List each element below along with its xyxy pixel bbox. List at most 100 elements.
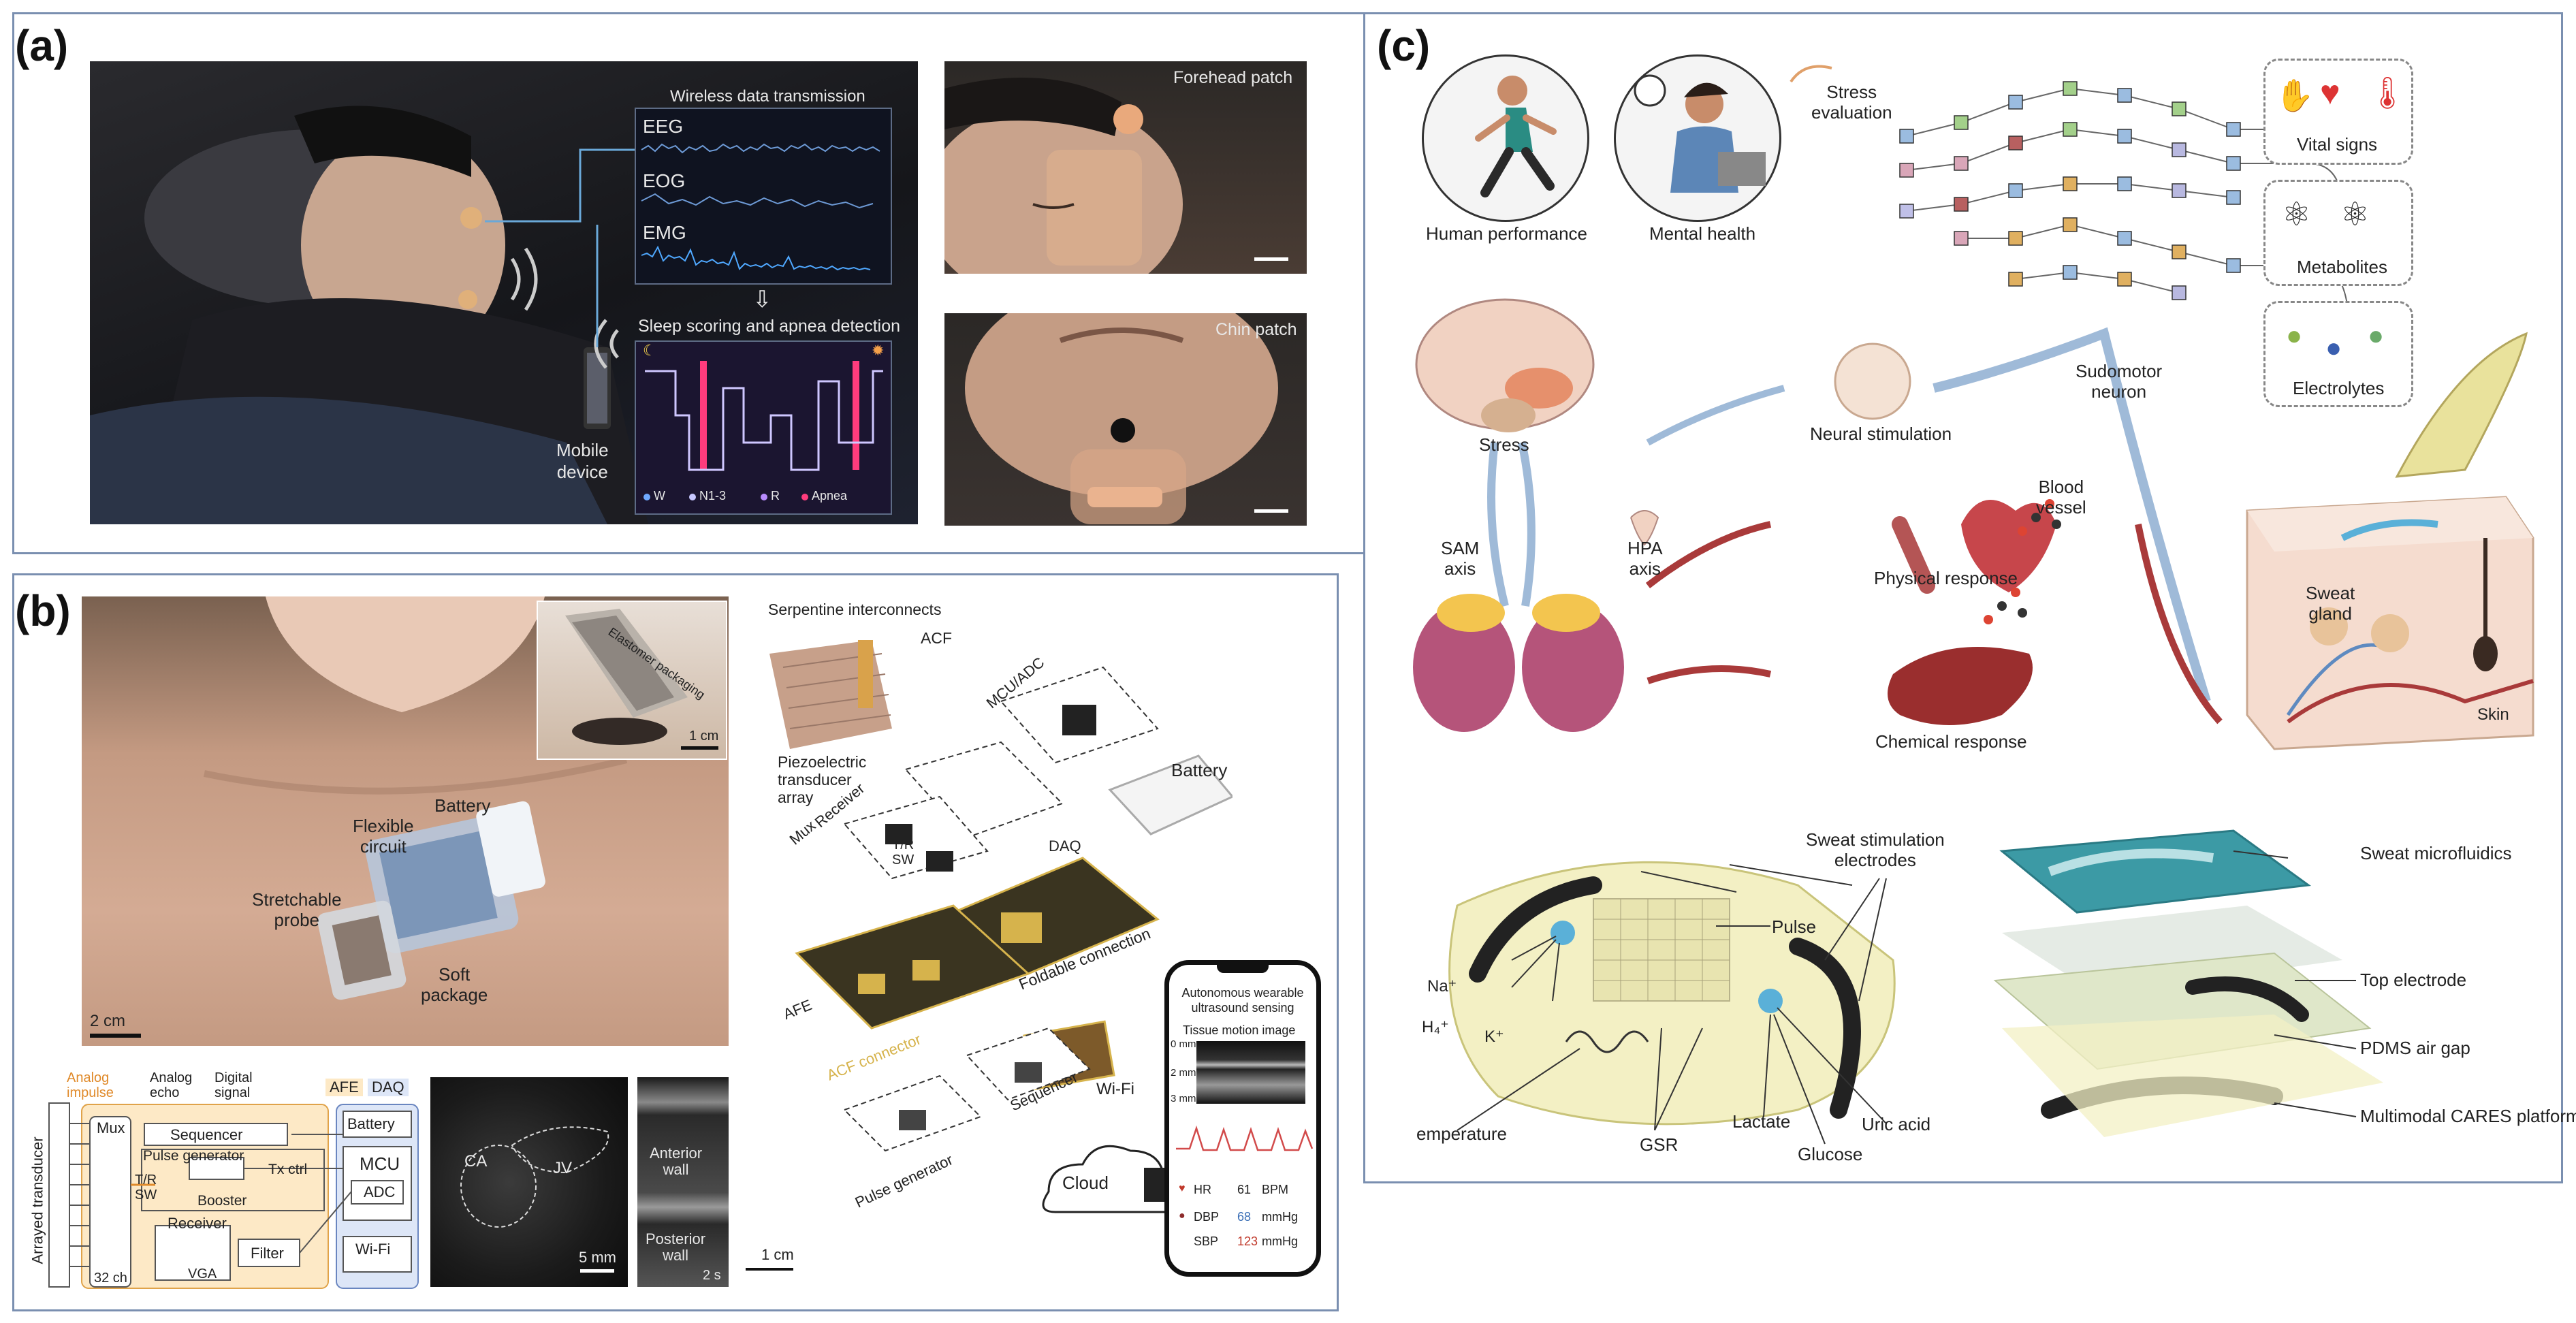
hypnogram-box — [635, 340, 892, 515]
forehead-photo: Forehead patch — [944, 61, 1307, 274]
signal-label-emg: EMG — [643, 222, 686, 243]
tick-0mm: 0 mm — [1171, 1038, 1196, 1050]
k-label: K⁺ — [1484, 1027, 1504, 1046]
pulse-waveform — [1176, 1125, 1314, 1151]
sudomotor-neuron-label: Sudomotor neuron — [2076, 361, 2163, 402]
legend-digital-signal: Digital signal — [214, 1070, 253, 1100]
mental-health-label: Mental health — [1649, 223, 1756, 244]
signal-label-eog: EOG — [643, 170, 686, 191]
pulse-sensor-label: Pulse — [1772, 916, 1817, 937]
sequencer-label: Sequencer — [170, 1126, 243, 1143]
pulse-generator-label: Pulse generator — [143, 1148, 244, 1164]
flexible-circuit-label: Flexible circuit — [353, 816, 414, 857]
electrolytes-box: ● ● ● Electrolytes — [2263, 301, 2413, 407]
ion-icon: ● — [2286, 321, 2303, 351]
trsw-label: T/R SW — [135, 1173, 157, 1202]
sweat-gland-label: Sweat gland — [2306, 583, 2355, 624]
wireless-title: Wireless data transmission — [670, 87, 865, 106]
svg-text:✹: ✹ — [872, 342, 884, 359]
hr-name: HR — [1194, 1183, 1211, 1196]
worker-circle — [1614, 54, 1781, 222]
sbp-name: SBP — [1194, 1234, 1219, 1248]
temperature-label: emperature — [1416, 1123, 1507, 1144]
channel-count-label: 32 ch — [94, 1271, 127, 1286]
panel-c-top-figure: Human performance Mental health Stress e… — [1403, 48, 2547, 769]
exploded-trsw-label: T/R SW — [892, 838, 915, 867]
vital-signs-label: Vital signs — [2297, 134, 2378, 155]
block-diagram-wiring — [48, 1102, 419, 1289]
exploded-battery-label: Battery — [1171, 760, 1228, 780]
phone-mockup: Autonomous wearable ultrasound sensing T… — [1164, 960, 1321, 1277]
worker-icon — [1634, 74, 1766, 193]
legend-n13: N1-3 — [699, 489, 727, 503]
hpa-axis-label: HPA axis — [1627, 538, 1663, 579]
thermometer-icon: 🌡 — [2368, 75, 2408, 110]
hr-unit: BPM — [1262, 1183, 1289, 1196]
sweat-stimulation-label: Sweat stimulation electrodes — [1806, 829, 1945, 870]
legend-daq: DAQ — [368, 1079, 409, 1096]
stress-evaluation-label: Stress evaluation — [1811, 82, 1892, 123]
physical-response-label: Physical response — [1874, 568, 2018, 588]
skin-label: Skin — [2477, 705, 2509, 724]
filter-label: Filter — [251, 1245, 284, 1262]
soft-package-label: Soft package — [421, 964, 488, 1005]
blood-vessel-label: Blood vessel — [2036, 477, 2086, 517]
svg-text:☾: ☾ — [643, 342, 656, 359]
metabolites-box: ⚛ ⚛ Metabolites — [2263, 180, 2413, 286]
sleep-photo: Wireless data transmission EEG EOG EMG ⇩… — [90, 61, 918, 524]
sbp-value: 123 — [1237, 1234, 1258, 1248]
legend-w: W — [654, 489, 665, 503]
vital-signs-box: ✋ ♥ 🌡 Vital signs — [2263, 59, 2413, 165]
panel-c-bottom-left: Sweat stimulation electrodes Pulse Na⁺ H… — [1416, 824, 1975, 1164]
uric-acid-label: Uric acid — [1862, 1114, 1931, 1134]
forehead-illustration — [944, 78, 1288, 274]
legend-afe: AFE — [325, 1079, 363, 1096]
pdms-air-gap-label: PDMS air gap — [2360, 1038, 2470, 1058]
exploded-device-view: Serpentine interconnects ACF Piezoelectr… — [742, 592, 1235, 1287]
stress-label: Stress — [1479, 434, 1529, 455]
glucose-label: Glucose — [1798, 1144, 1863, 1164]
blood-drop-icon: ● — [1179, 1210, 1186, 1222]
chin-illustration — [965, 313, 1288, 524]
panel-b-label: (b) — [15, 586, 71, 635]
phone-title: Autonomous wearable ultrasound sensing — [1181, 986, 1304, 1015]
daq-label: DAQ — [1049, 838, 1081, 855]
serpentine-label: Serpentine interconnects — [768, 601, 942, 618]
ion-center-icon: ● — [2325, 333, 2342, 363]
ultrasound-outlines — [460, 1126, 614, 1273]
panel-a-label: (a) — [15, 21, 69, 70]
photo-scale-label: 2 cm — [90, 1012, 126, 1030]
electrolytes-label: Electrolytes — [2293, 378, 2385, 398]
gsr-label: GSR — [1640, 1134, 1679, 1155]
arrayed-transducer-label: Arrayed transducer — [29, 1136, 46, 1264]
ca-label: CA — [464, 1152, 488, 1170]
posterior-wall-label: Posterior wall — [646, 1230, 706, 1264]
tissue-motion-image — [1196, 1041, 1305, 1104]
block-diagram: Analog impulse Analog echo Digital signa… — [29, 1069, 425, 1294]
heart-icon: ♥ — [1179, 1183, 1186, 1194]
ion-icon-2: ● — [2368, 321, 2385, 351]
panel-c-label: (c) — [1377, 21, 1431, 70]
cares-platform-label: Multimodal CARES platform — [2360, 1106, 2576, 1126]
tx-ctrl-label: Tx ctrl — [268, 1162, 308, 1177]
booster-label: Booster — [197, 1193, 247, 1209]
mmode-scale-label: 2 s — [703, 1268, 721, 1283]
sensor-patch-illustration — [1448, 861, 1896, 1145]
tick-3mm: 3 mm — [1171, 1093, 1196, 1104]
cloud-label: Cloud — [1062, 1173, 1109, 1193]
mux-label: Mux — [97, 1119, 125, 1136]
neural-stimulation-label: Neural stimulation — [1810, 424, 1952, 444]
mcu-label: MCU — [360, 1153, 400, 1174]
jv-label: JV — [553, 1159, 573, 1177]
vga-label: VGA — [188, 1266, 217, 1281]
human-performance-label: Human performance — [1426, 223, 1587, 244]
h-label: H₄⁺ — [1422, 1018, 1449, 1036]
legend-r: R — [771, 489, 780, 503]
lactate-label: Lactate — [1732, 1111, 1791, 1132]
dbp-value: 68 — [1237, 1210, 1252, 1224]
stretchable-probe-label: Stretchable probe — [252, 889, 342, 930]
sweat-microfluidics-label: Sweat microfluidics — [2360, 843, 2512, 863]
signal-traces — [641, 143, 880, 271]
phone-notch — [1217, 962, 1269, 973]
ultrasound-image: CA JV 5 mm — [430, 1077, 628, 1287]
